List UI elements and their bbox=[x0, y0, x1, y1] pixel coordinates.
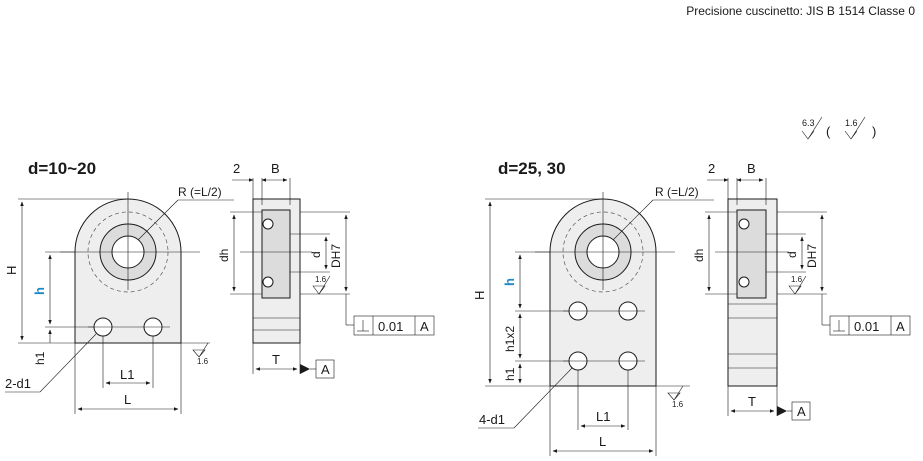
datum-label: A bbox=[321, 362, 330, 377]
dim-dh: dh bbox=[692, 249, 706, 262]
roughness-symbol-icon bbox=[192, 342, 209, 358]
datum-box bbox=[791, 401, 811, 421]
dim-2: 2 bbox=[708, 161, 715, 176]
dim-DH7: DH7 bbox=[329, 244, 343, 268]
dim-L: L bbox=[124, 392, 131, 407]
hole-callout: 2-d1 bbox=[5, 376, 31, 391]
roughness-symbol-icon bbox=[312, 275, 331, 295]
right-side-view: 2 B dh d DH7 1.6 bbox=[692, 161, 911, 421]
dim-h1: h1 bbox=[503, 367, 517, 381]
radius-label: R (=L/2) bbox=[178, 185, 222, 199]
roughness-symbol-icon bbox=[788, 275, 807, 295]
tolerance-datum: A bbox=[896, 319, 905, 334]
roughness-value: 1.6 bbox=[672, 400, 684, 409]
roughness-1-6: 1.6 bbox=[845, 118, 858, 128]
roughness-symbol-icon bbox=[844, 116, 866, 140]
tolerance-value: 0.01 bbox=[854, 319, 879, 334]
roughness-value: 1.6 bbox=[197, 357, 209, 366]
dim-H: H bbox=[4, 266, 19, 275]
dim-T: T bbox=[748, 394, 756, 409]
dim-h1: h1 bbox=[33, 351, 47, 365]
dim-L1: L1 bbox=[120, 367, 134, 382]
roughness-6-3: 6.3 bbox=[802, 118, 815, 128]
roughness-symbol-icon bbox=[801, 116, 823, 140]
dim-B: B bbox=[747, 161, 756, 176]
radius-label: R (=L/2) bbox=[655, 185, 699, 199]
bearing-precision-note: Precisione cuscinetto: JIS B 1514 Classe… bbox=[686, 4, 915, 18]
dim-h1x2: h1x2 bbox=[503, 326, 517, 352]
dim-h: h bbox=[32, 287, 47, 295]
dim-H: H bbox=[472, 291, 487, 300]
tolerance-frame bbox=[353, 315, 435, 336]
roughness-symbol-icon bbox=[667, 385, 684, 401]
dim-B: B bbox=[271, 161, 280, 176]
surface-roughness-note: 6.3 ( 1.6 ) bbox=[801, 116, 876, 140]
dim-2: 2 bbox=[233, 161, 240, 176]
dim-L1: L1 bbox=[596, 409, 610, 424]
tolerance-datum: A bbox=[420, 319, 429, 334]
tolerance-value: 0.01 bbox=[378, 319, 403, 334]
tolerance-frame bbox=[829, 315, 911, 336]
left-front-view: d=10~20 R (=L/2) H h bbox=[4, 159, 234, 414]
left-title: d=10~20 bbox=[28, 159, 96, 178]
right-title: d=25, 30 bbox=[498, 159, 566, 178]
dim-L: L bbox=[599, 434, 606, 449]
paren-close: ) bbox=[872, 124, 876, 139]
paren-open: ( bbox=[826, 124, 831, 139]
datum-label: A bbox=[797, 404, 806, 419]
dim-d: d bbox=[785, 251, 799, 258]
dim-T: T bbox=[272, 352, 280, 367]
dim-h: h bbox=[502, 278, 517, 286]
roughness-value: 1.6 bbox=[791, 275, 803, 284]
dim-DH7: DH7 bbox=[805, 244, 819, 268]
roughness-value: 1.6 bbox=[315, 275, 327, 284]
right-front-view: d=25, 30 R (=L/2) H h bbox=[472, 159, 714, 456]
dim-dh: dh bbox=[217, 249, 231, 262]
datum-box bbox=[315, 359, 335, 379]
dim-d: d bbox=[309, 251, 323, 258]
hole-callout: 4-d1 bbox=[479, 412, 505, 427]
left-side-view: 2 B dh d DH7 1.6 bbox=[217, 161, 435, 379]
